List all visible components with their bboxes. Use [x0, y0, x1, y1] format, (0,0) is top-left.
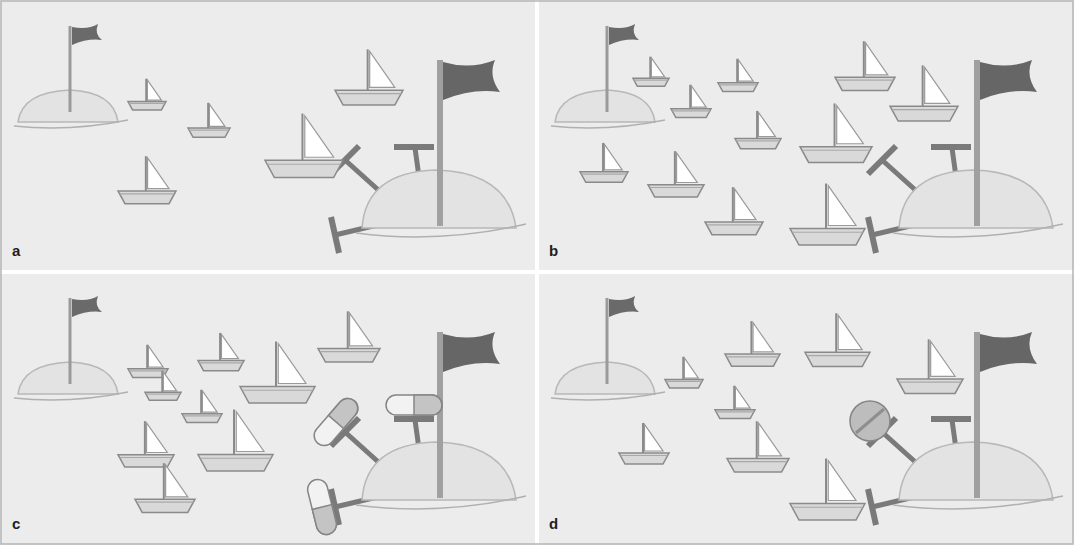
- boat: [118, 421, 174, 467]
- boat: [835, 41, 895, 90]
- boat: [727, 421, 789, 472]
- boat: [633, 57, 669, 87]
- boat: [265, 114, 343, 178]
- island: [893, 332, 1063, 509]
- separator: [0, 270, 1074, 274]
- island: [356, 332, 526, 509]
- boat: [790, 459, 865, 521]
- boat: [705, 187, 763, 235]
- boat: [135, 463, 195, 512]
- island: [14, 296, 128, 400]
- panel-letter: b: [549, 243, 558, 258]
- boat: [619, 423, 669, 464]
- boat: [182, 390, 222, 423]
- panel: [551, 296, 1063, 525]
- drug-capsule: [386, 395, 442, 415]
- panel-letter: d: [549, 516, 558, 531]
- boat: [800, 103, 872, 162]
- island: [893, 60, 1063, 237]
- boat: [198, 333, 244, 371]
- panel: [14, 296, 526, 537]
- drug-capsule: [310, 394, 362, 449]
- boat: [735, 111, 781, 149]
- boat: [240, 342, 315, 404]
- boat: [897, 339, 963, 393]
- boat: [790, 184, 865, 246]
- boat: [188, 103, 230, 137]
- panel: [14, 24, 526, 253]
- island: [551, 24, 665, 128]
- panel: [551, 24, 1063, 253]
- panel-letter: c: [12, 516, 20, 531]
- boat: [118, 156, 176, 204]
- boat: [335, 49, 403, 105]
- boat: [665, 357, 703, 388]
- boat: [805, 313, 870, 366]
- boat: [318, 311, 380, 362]
- boat: [198, 410, 273, 472]
- blocker-disk: [850, 401, 890, 441]
- boat: [718, 59, 758, 92]
- boat: [145, 371, 181, 401]
- panel-letter: a: [12, 243, 20, 258]
- boat: [890, 65, 958, 121]
- boat: [128, 79, 166, 110]
- boat: [725, 321, 780, 366]
- island: [14, 24, 128, 128]
- boat: [671, 85, 711, 118]
- boat: [648, 151, 704, 197]
- boat: [715, 386, 755, 419]
- island: [551, 296, 665, 400]
- drug-capsule: [306, 477, 339, 536]
- boat: [580, 143, 628, 182]
